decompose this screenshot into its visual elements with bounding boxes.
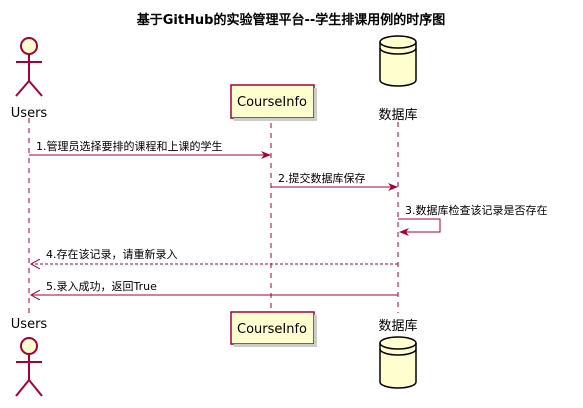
users-label-top: Users bbox=[11, 106, 48, 121]
database-icon-bottom bbox=[379, 336, 417, 389]
database-label-bottom: 数据库 bbox=[378, 318, 417, 334]
courseinfo-box-top: CourseInfo bbox=[230, 84, 317, 121]
message-4-label: 4.存在该记录，请重新录入 bbox=[46, 247, 178, 261]
message-5-label: 5.录入成功，返回True bbox=[46, 280, 157, 293]
message-3-label: 3.数据库检查该记录是否存在 bbox=[405, 203, 548, 217]
diagram-title: 基于GitHub的实验管理平台--学生排课用例的时序图 bbox=[136, 12, 446, 28]
users-actor-icon-bottom bbox=[15, 337, 43, 397]
message-3-arrow bbox=[398, 218, 441, 236]
courseinfo-label-top: CourseInfo bbox=[237, 95, 307, 110]
courseinfo-box-bottom: CourseInfo bbox=[230, 311, 317, 347]
users-actor-icon-top bbox=[15, 37, 43, 97]
message-1-label: 1.管理员选择要排的课程和上课的学生 bbox=[36, 139, 223, 153]
message-2-label: 2.提交数据库保存 bbox=[278, 171, 366, 185]
database-label-top: 数据库 bbox=[378, 107, 417, 123]
courseinfo-label-bottom: CourseInfo bbox=[237, 322, 307, 337]
users-label-bottom: Users bbox=[11, 317, 48, 332]
database-icon-top bbox=[379, 35, 417, 87]
